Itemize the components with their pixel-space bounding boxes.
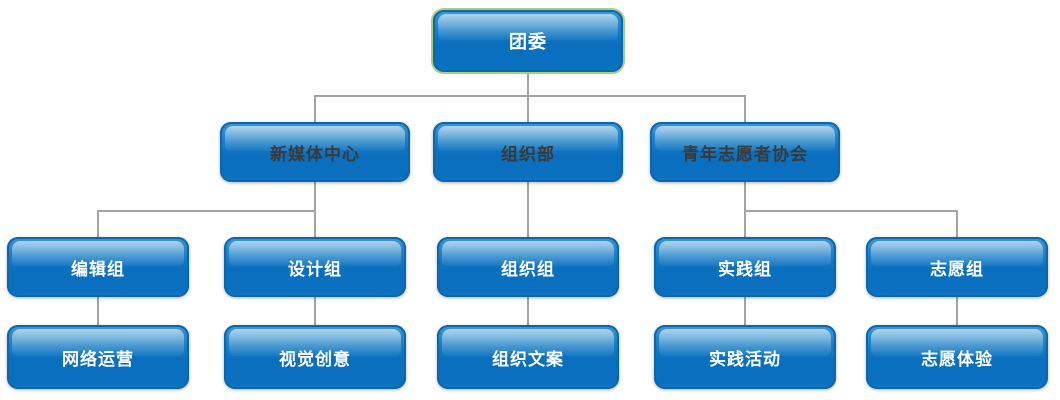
node-practice-group[interactable]: 实践组 bbox=[654, 237, 836, 297]
node-label: 组织文案 bbox=[492, 349, 564, 369]
node-network-operations[interactable]: 网络运营 bbox=[7, 325, 189, 389]
node-editing-group[interactable]: 编辑组 bbox=[7, 237, 189, 297]
node-organizing-group[interactable]: 组织组 bbox=[437, 237, 619, 297]
node-new-media-center[interactable]: 新媒体中心 bbox=[220, 122, 410, 182]
node-label: 实践活动 bbox=[709, 349, 781, 369]
node-visual-creativity[interactable]: 视觉创意 bbox=[224, 325, 406, 389]
node-label: 青年志愿者协会 bbox=[682, 144, 808, 164]
connector-editing-to-network-operations bbox=[97, 297, 99, 325]
node-youth-league-committee[interactable]: 团委 bbox=[433, 10, 623, 72]
node-label: 编辑组 bbox=[71, 259, 125, 279]
node-label: 志愿组 bbox=[930, 259, 984, 279]
connector-volunteers-down bbox=[744, 182, 746, 237]
connector-to-editing-group bbox=[97, 210, 99, 237]
node-label: 团委 bbox=[509, 32, 547, 52]
node-label: 组织组 bbox=[501, 259, 555, 279]
connector-to-youth-volunteers-assoc bbox=[744, 95, 746, 122]
node-design-group[interactable]: 设计组 bbox=[224, 237, 406, 297]
node-youth-volunteers-assoc[interactable]: 青年志愿者协会 bbox=[650, 122, 840, 182]
node-volunteer-experience[interactable]: 志愿体验 bbox=[866, 325, 1048, 389]
connector-practice-to-practice-activities bbox=[744, 297, 746, 325]
node-label: 视觉创意 bbox=[279, 349, 351, 369]
connector-to-volunteer-group bbox=[956, 210, 958, 237]
node-label: 新媒体中心 bbox=[270, 144, 360, 164]
connector-to-organization-dept bbox=[527, 95, 529, 122]
connector-organizing-to-org-copywriting bbox=[527, 297, 529, 325]
connector-orgdept-to-organizing-group bbox=[527, 182, 529, 237]
node-label: 志愿体验 bbox=[921, 349, 993, 369]
node-label: 实践组 bbox=[718, 259, 772, 279]
node-label: 组织部 bbox=[501, 144, 555, 164]
node-practice-activities[interactable]: 实践活动 bbox=[654, 325, 836, 389]
connector-volunteer-to-volunteer-experience bbox=[956, 297, 958, 325]
connector-volunteers-bus bbox=[744, 210, 958, 212]
connector-design-to-visual-creativity bbox=[314, 297, 316, 325]
node-label: 网络运营 bbox=[62, 349, 134, 369]
node-label: 设计组 bbox=[288, 259, 342, 279]
node-org-copywriting[interactable]: 组织文案 bbox=[437, 325, 619, 389]
connector-to-new-media-center bbox=[314, 95, 316, 122]
node-volunteer-group[interactable]: 志愿组 bbox=[866, 237, 1048, 297]
connector-new-media-bus bbox=[97, 210, 316, 212]
node-organization-dept[interactable]: 组织部 bbox=[433, 122, 623, 182]
connector-new-media-down bbox=[314, 182, 316, 237]
connector-root-down bbox=[527, 72, 529, 97]
connector-level1-bus bbox=[314, 95, 746, 97]
